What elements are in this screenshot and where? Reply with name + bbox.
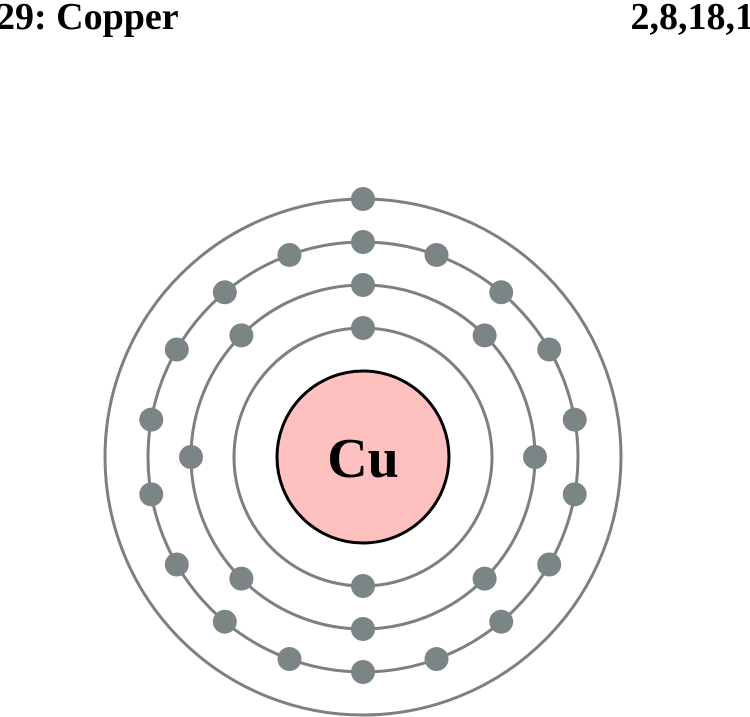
electron-shell-3-6 — [562, 482, 587, 507]
electron-shell-2-2 — [472, 323, 497, 348]
electron-shell-1-1 — [351, 316, 375, 340]
electron-shell-3-4 — [537, 337, 562, 362]
electron-shell-3-7 — [537, 552, 562, 577]
electron-shell-3-5 — [562, 407, 587, 432]
electron-shell-2-1 — [351, 273, 375, 297]
electron-shell-2-4 — [472, 566, 497, 591]
electron-shell-3-9 — [424, 647, 449, 672]
electron-shell-2-8 — [229, 323, 254, 348]
electron-shell-3-3 — [489, 280, 514, 305]
electron-shell-3-13 — [164, 552, 189, 577]
electron-shell-3-8 — [489, 609, 514, 634]
electron-shell-3-17 — [212, 280, 237, 305]
nucleus — [275, 369, 451, 545]
electron-shell-2-6 — [229, 566, 254, 591]
electron-shell-3-11 — [277, 647, 302, 672]
electron-shell-3-2 — [424, 242, 449, 267]
electron-shell-3-15 — [139, 407, 164, 432]
electron-shell-3-18 — [277, 242, 302, 267]
electrons — [139, 187, 587, 684]
electron-shell-4-1 — [351, 187, 375, 211]
electron-shell-3-16 — [164, 337, 189, 362]
electron-shell-3-12 — [212, 609, 237, 634]
electron-shell-3-1 — [351, 230, 375, 254]
element-title: 29: Copper — [0, 0, 179, 38]
electron-shell-2-3 — [523, 445, 547, 469]
electron-shell-2-7 — [179, 445, 203, 469]
electron-shell-2-5 — [351, 617, 375, 641]
electron-shell-1-2 — [351, 574, 375, 598]
electron-configuration: 2,8,18,1 — [630, 0, 750, 38]
element-symbol: Cu — [327, 428, 399, 490]
electron-shell-3-14 — [139, 482, 164, 507]
electron-shell-3-10 — [351, 660, 375, 684]
